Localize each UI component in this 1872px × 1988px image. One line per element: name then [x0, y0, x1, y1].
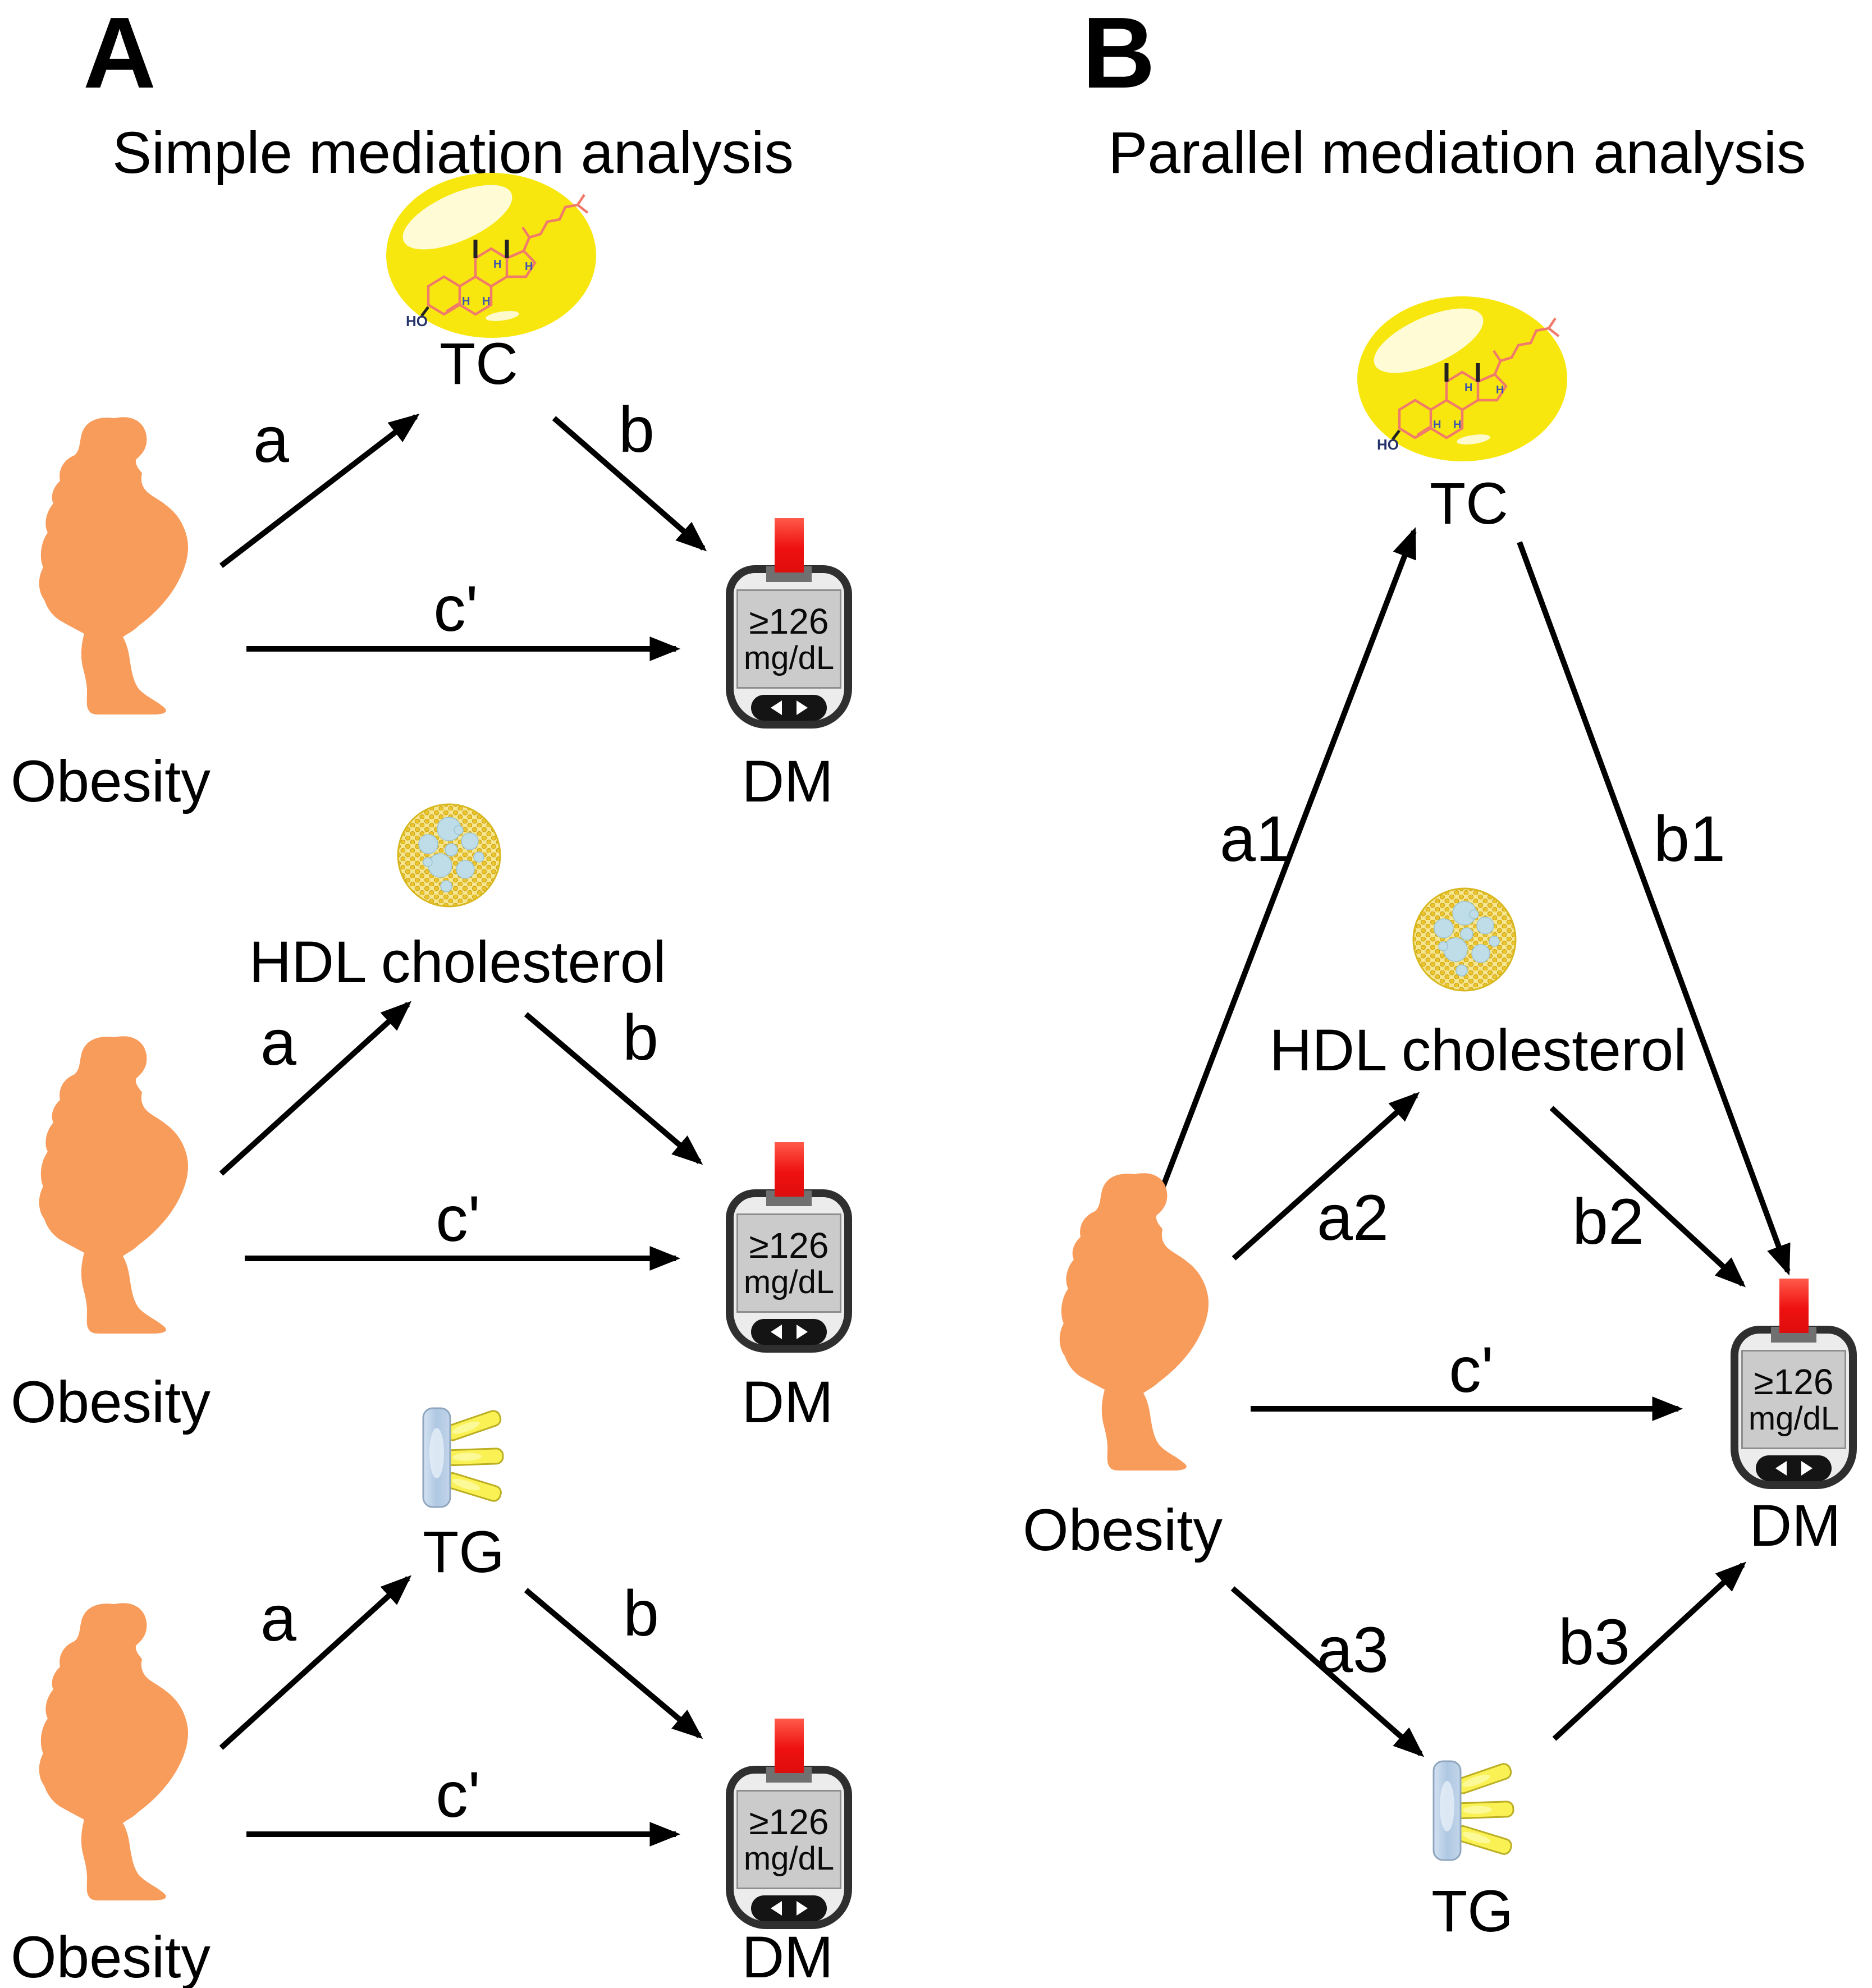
node-tg-label: TG [423, 1519, 505, 1585]
glucometer-screen: ≥126 mg/dL [1741, 1350, 1846, 1449]
edge-b-label: b [623, 1577, 659, 1650]
node-obesity-label: Obesity [11, 1369, 210, 1435]
a1-path-a-arrow [219, 413, 420, 568]
b-path-b3-arrow [1552, 1561, 1747, 1741]
glucometer-button [751, 1319, 827, 1345]
edge-c-label: c' [436, 1183, 480, 1255]
edge-a-label: a [260, 1582, 296, 1655]
edge-b3-label: b3 [1558, 1606, 1630, 1678]
node-hdl-label: HDL cholesterol [1269, 1017, 1687, 1083]
triglyceride-icon [421, 1405, 508, 1510]
panel-b-title: Parallel mediation analysis [1108, 120, 1806, 186]
right-arrow-icon [796, 1325, 808, 1339]
hdl-particle-icon [396, 802, 502, 909]
node-hdl-label: HDL cholesterol [249, 929, 666, 995]
node-tc-label: TC [1430, 470, 1508, 537]
test-strip-icon [775, 518, 804, 572]
node-obesity-label: Obesity [1023, 1497, 1223, 1563]
edge-b-label: b [623, 1001, 658, 1074]
node-dm-label: DM [742, 1924, 834, 1988]
glucose-value: ≥126 [749, 601, 829, 642]
obese-person-icon [1051, 1169, 1211, 1472]
node-tc-label: TC [440, 331, 518, 397]
panel-b-tag: B [1082, 0, 1155, 109]
glucometer-screen: ≥126 mg/dL [736, 1213, 841, 1313]
glucometer-icon: ≥126 mg/dL [726, 518, 852, 729]
right-arrow-icon [1801, 1461, 1813, 1476]
edge-b1-label: b1 [1654, 803, 1725, 875]
glucometer-icon: ≥126 mg/dL [726, 1719, 852, 1929]
node-dm-label: DM [742, 748, 834, 814]
node-dm-label: DM [742, 1369, 834, 1435]
glucose-value: ≥126 [1754, 1361, 1834, 1402]
left-arrow-icon [1775, 1461, 1787, 1476]
edge-c-label: c' [1449, 1334, 1494, 1406]
node-tg-label: TG [1431, 1878, 1513, 1944]
obese-person-icon [31, 1032, 191, 1335]
test-strip-icon [775, 1142, 804, 1197]
b-path-a2-arrow [1232, 1092, 1420, 1261]
glucose-unit: mg/dL [1748, 1400, 1839, 1437]
edge-a2-label: a2 [1317, 1181, 1389, 1254]
triglyceride-icon [1431, 1758, 1518, 1863]
node-dm-label: DM [1749, 1492, 1841, 1559]
glucometer-screen: ≥126 mg/dL [736, 589, 841, 689]
test-strip-icon [1779, 1279, 1809, 1333]
a1-path-b-arrow [552, 416, 707, 552]
glucometer-screen: ≥126 mg/dL [736, 1790, 841, 1889]
left-arrow-icon [770, 1901, 782, 1916]
cholesterol-blob-icon [385, 171, 598, 340]
glucose-value: ≥126 [749, 1225, 829, 1266]
edge-b-label: b [619, 393, 654, 466]
glucometer-button [751, 1895, 827, 1921]
b-path-a3-arrow [1230, 1586, 1425, 1757]
glucometer-button [1756, 1455, 1832, 1481]
b-path-b1-arrow [1517, 541, 1791, 1276]
a3-path-a-arrow [219, 1575, 412, 1750]
edge-c-label: c' [436, 1758, 480, 1831]
glucometer-button [751, 695, 827, 721]
obese-person-icon [31, 1598, 191, 1902]
panel-a-title: Simple mediation analysis [112, 120, 794, 186]
glucose-unit: mg/dL [743, 1840, 835, 1877]
node-obesity-label: Obesity [11, 1924, 210, 1988]
edge-a-label: a [260, 1006, 296, 1079]
a2-path-b-arrow [524, 1012, 703, 1165]
b-path-a1-arrow [1156, 527, 1417, 1199]
cholesterol-blob-icon [1356, 295, 1569, 463]
b-path-b2-arrow [1549, 1106, 1746, 1288]
glucose-value: ≥126 [749, 1801, 829, 1842]
edge-c-label: c' [433, 572, 478, 645]
edge-a3-label: a3 [1317, 1614, 1389, 1686]
right-arrow-icon [796, 1901, 808, 1916]
test-strip-icon [775, 1719, 804, 1773]
edge-a1-label: a1 [1220, 803, 1292, 875]
hdl-particle-icon [1411, 886, 1518, 993]
left-arrow-icon [770, 700, 782, 715]
panel-a-tag: A [83, 0, 156, 109]
glucometer-icon: ≥126 mg/dL [726, 1142, 852, 1353]
obese-person-icon [31, 413, 191, 716]
edge-b2-label: b2 [1572, 1185, 1644, 1258]
left-arrow-icon [770, 1325, 782, 1339]
glucometer-icon: ≥126 mg/dL [1731, 1279, 1857, 1489]
a2-path-a-arrow [219, 1001, 412, 1176]
right-arrow-icon [796, 700, 808, 715]
edge-a-label: a [253, 404, 289, 476]
glucose-unit: mg/dL [743, 1263, 835, 1300]
a3-path-b-arrow [524, 1588, 703, 1739]
glucose-unit: mg/dL [743, 639, 835, 676]
node-obesity-label: Obesity [11, 748, 210, 814]
